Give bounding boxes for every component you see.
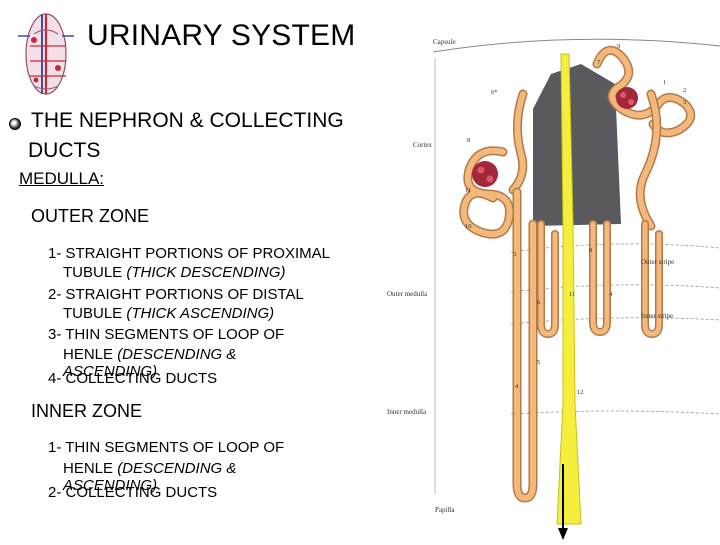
- num-label: 8: [589, 247, 592, 254]
- num-label: 6: [537, 299, 541, 306]
- num-label: 5: [537, 359, 540, 366]
- glomerulus-upper-icon: [616, 87, 638, 109]
- inner-item-2: 2- COLLECTING DUCTS: [48, 484, 218, 501]
- num-label: 3: [513, 251, 516, 258]
- label-outer-medulla: Outer medulla: [387, 290, 428, 298]
- outer-item-3-line2: HENLE (DESCENDING &: [63, 346, 237, 363]
- section-heading-line1: THE NEPHRON & COLLECTING: [31, 109, 344, 132]
- bullet-icon: [9, 118, 21, 130]
- outer-item-2-line1: 2- STRAIGHT PORTIONS OF DISTAL: [48, 286, 304, 303]
- outer-item-3-line3: ASCENDING): [63, 363, 158, 380]
- label-inner-stripe: Inner stripe: [641, 312, 673, 320]
- num-label: 7: [597, 59, 601, 66]
- num-label: 10: [465, 223, 472, 230]
- outer-item-1-line1: 1- STRAIGHT PORTIONS OF PROXIMAL: [48, 245, 330, 262]
- outer-item-4: 4- COLLECTING DUCTS: [48, 370, 218, 387]
- label-capsule: Capsule: [433, 38, 456, 46]
- num-label: 11: [465, 187, 471, 194]
- medulla-heading: MEDULLA:: [19, 169, 105, 188]
- inner-item-1-line2: HENLE (DESCENDING &: [63, 460, 237, 477]
- num-label: 6*: [491, 89, 498, 96]
- inner-item-1-line1: 1- THIN SEGMENTS OF LOOP OF: [48, 439, 285, 456]
- label-papilla: Papilla: [435, 506, 455, 514]
- label-inner-medulla: Inner medulla: [387, 408, 427, 416]
- label-cortex: Cortex: [413, 141, 433, 149]
- outer-zone-heading: OUTER ZONE: [31, 206, 150, 226]
- medullary-ray: [533, 64, 621, 226]
- capsule-line: [432, 38, 720, 53]
- outer-item-3-line1: 3- THIN SEGMENTS OF LOOP OF: [48, 326, 285, 343]
- num-label: 4: [515, 383, 519, 390]
- section-heading-line2: DUCTS: [28, 139, 101, 162]
- inner-zone-heading: INNER ZONE: [31, 401, 143, 421]
- outer-item-2-line2: TUBULE (THICK ASCENDING): [63, 305, 275, 322]
- num-label: 3: [683, 99, 686, 106]
- nephron-diagram: Capsule Cortex Outer stripe Outer medull…: [383, 24, 720, 540]
- num-label: 12: [577, 389, 584, 396]
- collecting-duct: [556, 53, 582, 525]
- page-title: URINARY SYSTEM: [87, 19, 356, 52]
- num-label: 8: [467, 137, 470, 144]
- num-label: 1: [663, 79, 666, 86]
- label-outer-stripe: Outer stripe: [641, 258, 674, 266]
- arrow-down-icon: [558, 528, 568, 540]
- inner-item-1-line3: ASCENDING): [63, 477, 158, 494]
- glomerulus-lower-icon: [472, 161, 498, 187]
- num-label: 9: [617, 43, 620, 50]
- outer-item-1-line2: TUBULE (THICK DESCENDING): [63, 264, 286, 281]
- kidney-logo-icon: [16, 6, 76, 98]
- num-label: 2: [683, 87, 686, 94]
- num-label: 4: [609, 291, 613, 298]
- num-label: 11: [569, 291, 575, 298]
